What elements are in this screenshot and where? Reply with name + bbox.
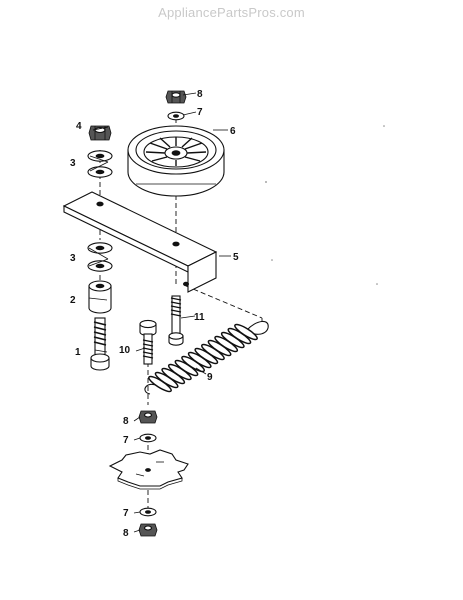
callout-2: 2: [70, 295, 76, 306]
part-3-lower-washers: [87, 242, 113, 272]
part-8-top-nut: [165, 90, 187, 104]
part-11-bolt: [168, 295, 184, 346]
callout-numbers: 8 7 4 6 3 3 5 2 11 1 10 9 8 7 7 8: [70, 89, 239, 539]
callout-5: 5: [233, 252, 239, 263]
part-7-bottom-washer: [139, 507, 157, 517]
part-5-bracket: [62, 191, 218, 293]
callout-9: 9: [207, 372, 213, 383]
callout-6: 6: [230, 126, 236, 137]
callout-8-top: 8: [197, 89, 203, 100]
callout-7-top: 7: [197, 107, 203, 118]
part-8-middle-nut: [138, 410, 158, 424]
part-6-idler-pulley: [127, 125, 225, 197]
callout-11: 11: [194, 312, 205, 323]
callout-4: 4: [76, 121, 82, 132]
part-1-bolt: [90, 317, 110, 371]
part-7-middle-washer: [139, 433, 157, 443]
part-4-nut: [88, 125, 112, 141]
leader-lines: [88, 92, 231, 533]
part-8-bottom-nut: [138, 523, 158, 537]
scan-specks: [265, 125, 385, 285]
part-10-bolt: [139, 319, 157, 365]
callout-8-bottom: 8: [123, 528, 129, 539]
callout-7-middle: 7: [123, 435, 129, 446]
spring-coil: [234, 323, 258, 341]
callout-1: 1: [75, 347, 81, 358]
part-9-spring: [144, 320, 269, 395]
part-2-spacer: [88, 280, 112, 314]
callout-7-bottom: 7: [123, 508, 129, 519]
callout-3-lower: 3: [70, 253, 76, 264]
part-7-top-washer: [167, 111, 185, 121]
callout-8-middle: 8: [123, 416, 129, 427]
callout-10: 10: [119, 345, 131, 356]
callout-3-upper: 3: [70, 158, 76, 169]
part-3-upper-washers: [87, 150, 113, 178]
adjuster-plate: [108, 449, 189, 490]
watermark-text: AppliancePartsPros.com: [158, 5, 305, 20]
